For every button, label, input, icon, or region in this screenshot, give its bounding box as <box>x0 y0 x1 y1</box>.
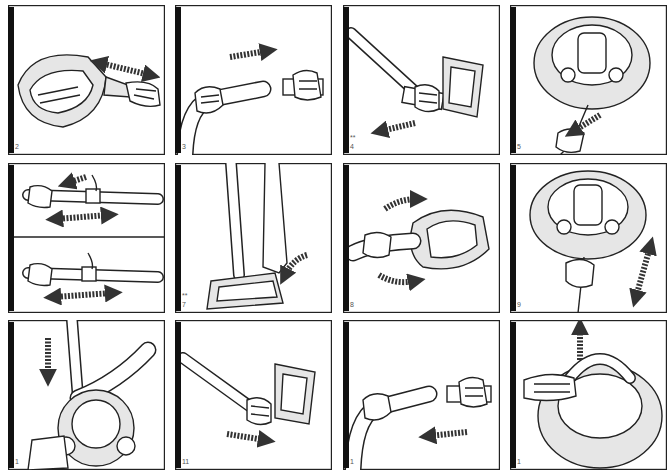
callout-number: ** <box>182 292 187 300</box>
callout-number: 9 <box>517 301 521 309</box>
step-panel <box>9 6 165 155</box>
step-panel <box>344 321 500 470</box>
step-panel <box>176 6 332 156</box>
callout-number: 2 <box>15 143 19 151</box>
step-panel <box>344 6 500 155</box>
step-panel <box>8 164 165 313</box>
step-panel <box>511 6 667 156</box>
callout-number: 1 <box>15 458 19 466</box>
panel-side-bars <box>8 7 516 468</box>
callout-number: 1 <box>517 458 521 466</box>
step-panel <box>176 321 332 470</box>
callout-number: 4 <box>350 143 354 151</box>
step-panel <box>176 163 332 313</box>
callout-number: 1 <box>350 458 354 466</box>
step-panel <box>511 164 667 314</box>
callout-number: 3 <box>182 143 186 151</box>
callout-number: 8 <box>350 301 354 309</box>
callout-number: 7 <box>182 301 186 309</box>
step-panel <box>9 320 165 470</box>
callout-number: ** <box>350 134 355 142</box>
callout-number: 11 <box>182 458 189 466</box>
callout-number: 5 <box>517 143 521 151</box>
step-panel <box>511 321 667 470</box>
step-panel <box>344 164 500 313</box>
